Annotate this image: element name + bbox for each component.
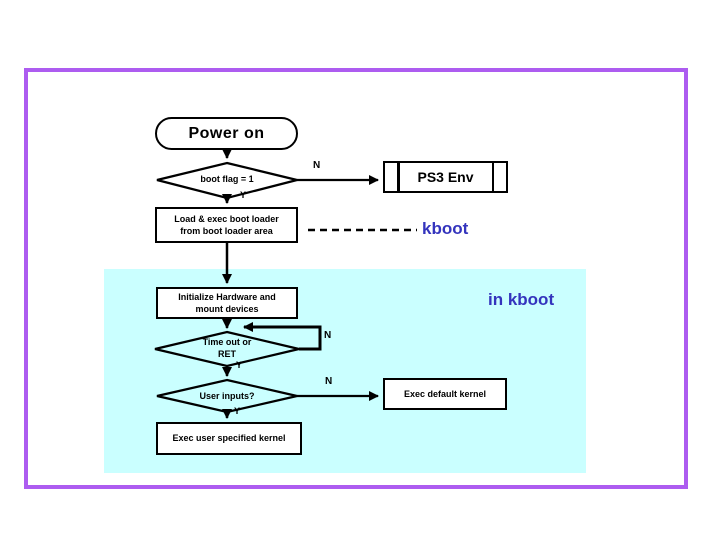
timeout-no-loop <box>243 322 322 351</box>
predef-left-bar <box>397 163 400 191</box>
load-boot-loader-node: Load & exec boot loader from boot loader… <box>155 207 298 243</box>
in-kboot-annotation: in kboot <box>488 290 555 309</box>
exec-user-kernel-node: Exec user specified kernel <box>156 422 302 455</box>
bootflag-yes-label: Y <box>240 190 247 200</box>
timeout-no-label: N <box>324 330 332 341</box>
ps3-env-node: PS3 Env <box>383 161 508 193</box>
timeout-yes-label: Y <box>236 360 243 370</box>
bootflag-no-label: N <box>313 160 321 171</box>
user-inputs-label: User inputs? <box>199 391 255 401</box>
predef-right-bar <box>491 163 494 191</box>
userinputs-no-label: N <box>325 376 333 387</box>
timeout-label: Time out or RET <box>202 337 252 359</box>
power-on-node: Power on <box>155 117 298 150</box>
slide-border <box>24 68 688 489</box>
boot-flag-label: boot flag = 1 <box>200 174 254 184</box>
exec-default-kernel-node: Exec default kernel <box>383 378 507 410</box>
ps3-env-label: PS3 Env <box>417 169 474 185</box>
init-hardware-node: Initialize Hardware and mount devices <box>156 287 298 319</box>
kboot-annotation: kboot <box>422 219 469 238</box>
userinputs-yes-label: Y <box>234 406 241 416</box>
